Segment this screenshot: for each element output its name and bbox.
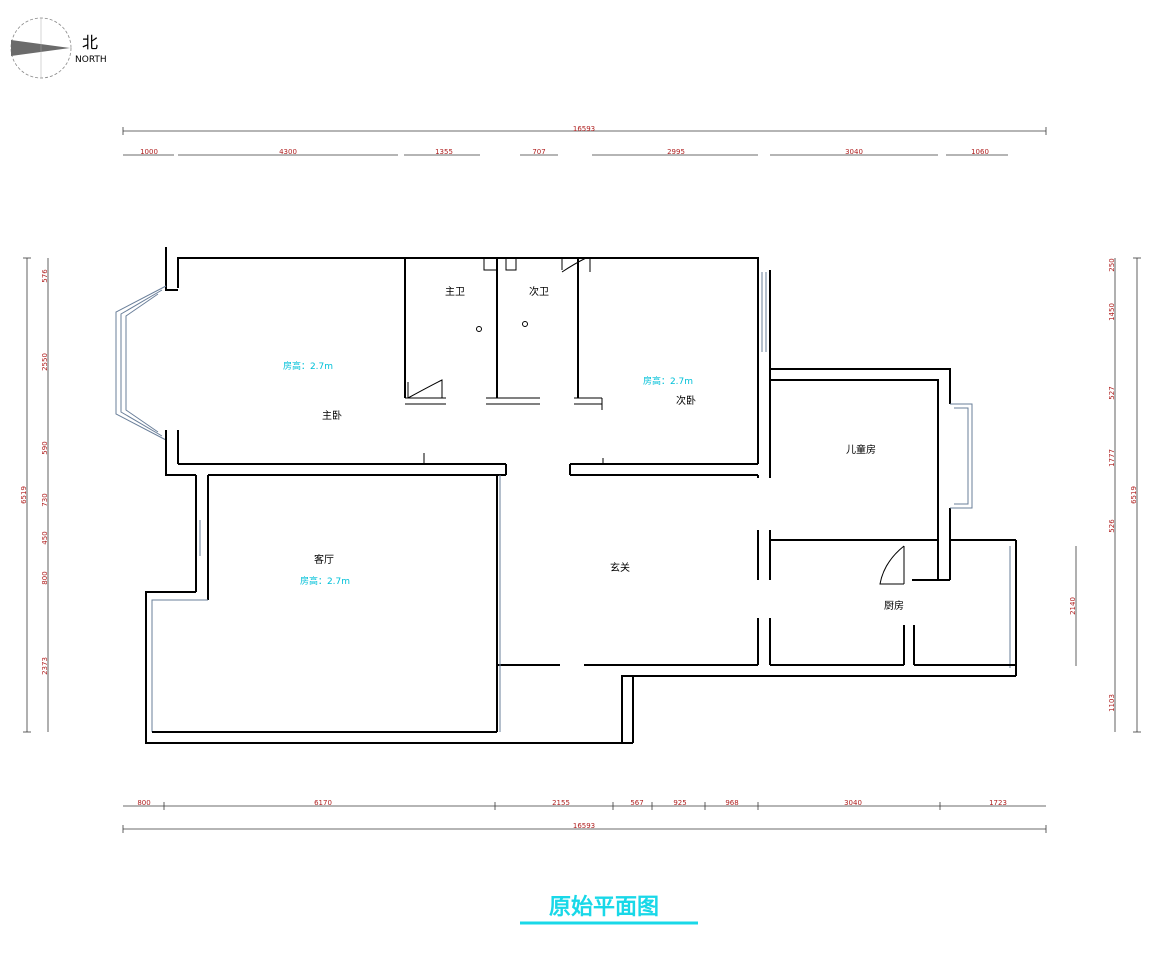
plan-title-text: 原始平面图 [549,894,659,920]
room-kids: 儿童房 [846,443,876,456]
dim-top-6: 1060 [971,148,989,156]
right-dimensions: 250 1450 527 1777 526 1103 6519 2140 [1069,257,1141,733]
dim-right-0: 250 [1108,258,1116,271]
dim-left-4: 450 [41,531,49,544]
room-second-bedroom: 次卧 [676,394,696,407]
north-compass: 北 NORTH [10,17,107,79]
dim-bottom-3: 567 [630,799,643,807]
room-kitchen: 厨房 [884,599,904,612]
dim-left-0: 576 [41,269,49,283]
dim-top-2: 1355 [435,148,453,156]
dim-right-5: 1103 [1108,694,1116,712]
dim-left-6: 2373 [41,657,49,675]
dim-top-4: 2995 [667,148,685,156]
dim-left-3: 730 [41,493,49,506]
top-dimensions: 16593 1000 4300 1355 707 2995 3040 1060 [122,125,1047,156]
dim-top-1: 4300 [279,148,297,156]
height-master-bedroom: 房高：2.7m [283,360,333,372]
dim-bottom-7: 1723 [989,799,1007,807]
dim-left-1: 2550 [41,353,49,371]
room-living: 客厅 [314,553,334,566]
bottom-dimensions: 800 6170 2155 567 925 968 3040 1723 1659… [122,799,1047,833]
dim-right-1: 1450 [1108,303,1116,321]
dim-bottom-2: 2155 [552,799,570,807]
height-living: 房高：2.7m [300,575,350,587]
dim-bottom-total: 16593 [573,822,595,830]
dim-top-5: 3040 [845,148,863,156]
height-second-bedroom: 房高：2.7m [643,375,693,387]
dim-left-5: 800 [41,571,49,584]
dim-bottom-6: 3040 [844,799,862,807]
room-entrance: 玄关 [610,561,630,574]
room-master-bedroom: 主卧 [322,409,342,422]
room-second-bath: 次卫 [529,285,549,298]
dim-right-4: 526 [1108,519,1116,533]
dim-right-2: 527 [1108,386,1116,399]
room-master-bath: 主卫 [445,286,465,298]
dim-bottom-5: 968 [725,799,738,807]
plan-title: 原始平面图 [520,894,698,925]
dim-right-total: 6519 [1130,486,1138,504]
dim-top-3: 707 [532,148,545,156]
walls [115,247,1017,744]
compass-cn-label: 北 [82,33,98,52]
room-labels: 主卧 主卫 次卫 次卧 儿童房 客厅 玄关 厨房 房高：2.7m 房高：2.7m… [283,285,904,612]
compass-en-label: NORTH [75,55,107,65]
dim-left-2: 590 [41,441,49,454]
dim-kitchen-side: 2140 [1069,597,1077,615]
dim-right-3: 1777 [1108,449,1116,467]
left-dimensions: 6519 576 2550 590 730 450 800 2373 [20,257,49,733]
dim-bottom-1: 6170 [314,799,332,807]
compass-arrow-icon [11,40,70,56]
dim-bottom-4: 925 [673,799,686,807]
dim-left-total: 6519 [20,486,28,504]
dim-top-0: 1000 [140,148,158,156]
dim-top-total: 16593 [573,125,595,133]
dim-bottom-0: 800 [137,799,150,807]
